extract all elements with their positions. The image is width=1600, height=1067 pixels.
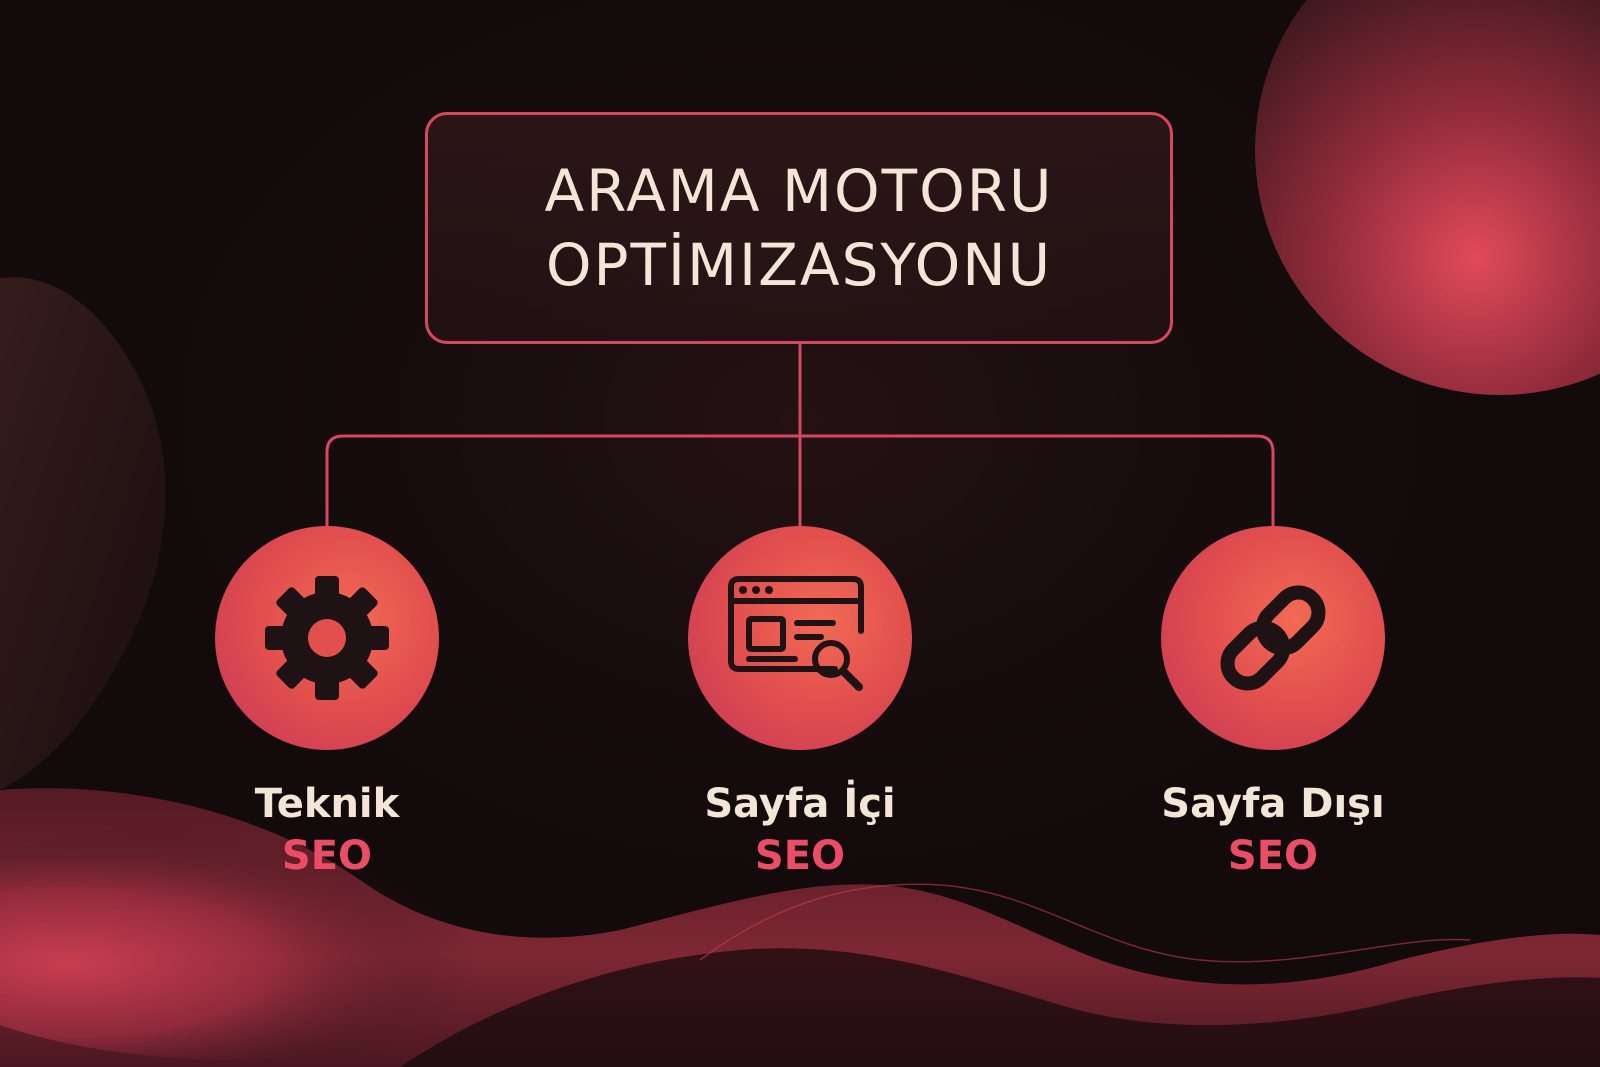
node-teknik-label: Teknik SEO (157, 778, 497, 882)
bottom-wave-line (699, 883, 1471, 963)
node-sayfa-disi-circle (1161, 526, 1385, 750)
node-teknik-title: Teknik (254, 781, 400, 827)
gear-icon (265, 576, 389, 700)
node-teknik-circle (215, 526, 439, 750)
node-sayfa-ici-circle (688, 526, 912, 750)
title-line-1: ARAMA MOTORU (544, 157, 1054, 225)
node-sayfa-disi-label: Sayfa Dışı SEO (1103, 778, 1443, 882)
browser-search-icon (728, 576, 864, 691)
link-icon (1220, 585, 1326, 691)
node-sayfa-ici-label: Sayfa İçi SEO (630, 778, 970, 882)
connector-bar (325, 434, 1275, 528)
top-right-orb (1255, 0, 1600, 395)
node-teknik-subtitle: SEO (281, 833, 373, 879)
node-sayfa-disi-title: Sayfa Dışı (1161, 781, 1385, 827)
node-sayfa-ici-title: Sayfa İçi (704, 781, 896, 827)
connector-lines (325, 344, 1275, 528)
node-sayfa-disi-subtitle: SEO (1227, 833, 1319, 879)
bottom-wave-dark (400, 948, 1600, 1067)
node-sayfa-ici-subtitle: SEO (754, 833, 846, 879)
left-blob-shape (0, 277, 166, 790)
title-line-2: OPTİMIZASYONU (545, 231, 1053, 299)
title-box: ARAMA MOTORU OPTİMIZASYONU (425, 112, 1173, 344)
bottom-left-glow (0, 820, 580, 1060)
